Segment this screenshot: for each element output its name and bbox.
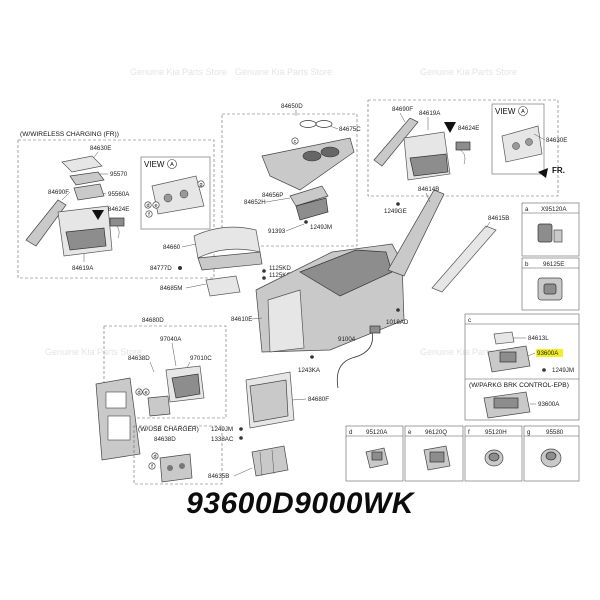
label-84656P: 84656P (262, 192, 283, 199)
label-1249JM-c: 1249JM (552, 367, 574, 374)
cell-b: b 96125E (521, 257, 580, 311)
cell-b-letter: b (525, 261, 529, 268)
epb-switch-group: c 84613L 93600A 1249JM (W/PARKG BRK CONT… (464, 313, 580, 421)
cell-e-part: 96120Q (425, 429, 447, 436)
label-84610E: 84610E (231, 316, 252, 323)
view-letter: A (170, 162, 174, 168)
label-93600A-b: 93600A (538, 401, 560, 408)
epb-box-title: (W/PARKG BRK CONTROL-EPB) (469, 382, 569, 389)
label-97040A: 97040A (160, 336, 182, 343)
view-letter-r: A (521, 109, 525, 115)
cell-e: e 96120Q (404, 425, 464, 482)
label-84614B: 84614B (418, 186, 439, 193)
label-95570: 95570 (110, 171, 128, 178)
direction-label: FR. (552, 166, 565, 175)
label-84615B: 84615B (488, 215, 509, 222)
view-label-r: VIEW (495, 107, 516, 116)
label-1338AC: 1338AC (211, 436, 234, 443)
label-84624E: 84624E (108, 206, 129, 213)
callout-d: d (146, 203, 149, 209)
label-84613L: 84613L (528, 335, 549, 342)
callout-e-2: e (144, 390, 147, 396)
label-1125KC: 1125KC (269, 272, 291, 279)
cup-holder-group: 84650D 84675C c 84652H 84656P 91393 1249… (221, 103, 361, 247)
watermark: Genuine Kia Parts Store (45, 347, 142, 357)
label-91393: 91393 (268, 228, 286, 235)
label-1249JM: 1249JM (310, 224, 332, 231)
wireless-charging-group: (W/WIRELESS CHARGING (FR)) 84630E 95570 … (17, 131, 215, 279)
console-assembly-group: 84660 84777D 84685M 1125KD 1125KC 84610E… (150, 186, 509, 480)
cell-f-part: 95120H (485, 429, 507, 436)
label-84690F-r: 84690F (392, 106, 413, 113)
cell-d-part: 95120A (366, 429, 388, 436)
label-84635B: 84635B (208, 473, 229, 480)
cell-a-letter: a (525, 206, 529, 213)
cell-f-letter: f (468, 429, 470, 436)
cell-g: g 95580 (523, 425, 580, 482)
cell-d: d 95120A (345, 425, 404, 482)
label-84638D-b: 84638D (154, 436, 176, 443)
callout-f-2: f (151, 464, 153, 470)
label-1125KD: 1125KD (269, 265, 291, 272)
label-84652H: 84652H (244, 199, 266, 206)
label-97010C: 97010C (190, 355, 212, 362)
cell-f: f 95120H (464, 425, 523, 482)
label-84619A: 84619A (72, 265, 94, 272)
usb-box-title: (W/USB CHARGER) (138, 426, 199, 433)
callout-d-3: d (153, 454, 156, 460)
label-84650D: 84650D (281, 103, 303, 110)
watermark: Genuine Kia Parts Store (420, 347, 517, 357)
label-1249GE: 1249GE (384, 208, 407, 215)
cell-d-letter: d (349, 429, 353, 436)
wireless-box-title: (W/WIRELESS CHARGING (FR)) (20, 131, 119, 138)
label-84777D: 84777D (150, 265, 172, 272)
highlight-box (536, 349, 563, 357)
callout-g: g (199, 182, 202, 188)
label-84638D: 84638D (128, 355, 150, 362)
watermark: Genuine Kia Parts Store (235, 67, 332, 77)
cell-a-part: X95120A (541, 206, 567, 213)
label-84675C: 84675C (339, 126, 361, 133)
cell-g-letter: g (527, 429, 531, 436)
label-91004: 91004 (338, 336, 356, 343)
watermark: Genuine Kia Parts Store (130, 67, 227, 77)
view-label: VIEW (144, 160, 165, 169)
callout-e: e (154, 203, 157, 209)
watermark-layer: Genuine Kia Parts Store Genuine Kia Part… (45, 67, 517, 357)
label-84624E-r: 84624E (458, 125, 479, 132)
label-84680D: 84680D (142, 317, 164, 324)
label-84690F: 84690F (48, 189, 69, 196)
callout-f: f (148, 212, 150, 218)
arrow-icon (92, 210, 104, 220)
label-84630E: 84630E (90, 145, 111, 152)
label-84630E-r: 84630E (546, 137, 567, 144)
label-95560A: 95560A (108, 191, 130, 198)
cell-e-letter: e (408, 429, 412, 436)
label-1243KA: 1243KA (298, 367, 321, 374)
callout-c: c (294, 139, 297, 145)
label-84685M: 84685M (160, 285, 182, 292)
cell-g-part: 95580 (546, 429, 564, 436)
label-84619A-r: 84619A (419, 110, 441, 117)
upper-trim-group: 84690F 84619A 84624E VIEW A 84630E FR. (367, 99, 567, 197)
label-84680F: 84680F (308, 396, 329, 403)
switch-panel-group: 84680D 97040A 84638D 97010C d e (W/USB C… (95, 317, 227, 485)
part-number-title: 93600D9000WK (186, 487, 414, 520)
cell-b-part: 96125E (543, 261, 564, 268)
label-1018AD: 1018AD (386, 319, 409, 326)
callout-d-2: d (137, 390, 140, 396)
direction-arrow-icon (538, 168, 548, 178)
watermark: Genuine Kia Parts Store (420, 67, 517, 77)
label-93600A: 93600A (537, 350, 559, 357)
cell-a: a X95120A (521, 202, 580, 257)
arrow-icon (444, 122, 456, 133)
epb-c-letter: c (468, 317, 471, 324)
label-84660: 84660 (163, 244, 181, 251)
